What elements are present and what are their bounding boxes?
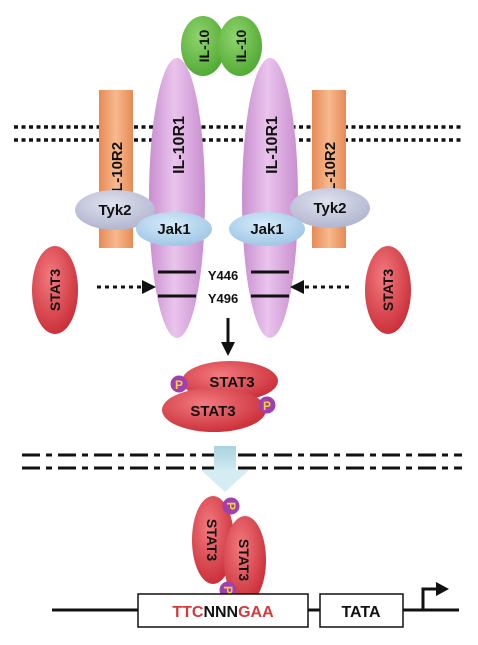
tyrosine-sites: Y446 Y496 <box>158 268 289 306</box>
stat3-dimer-cytoplasm: STAT3 STAT3 P P <box>162 361 278 432</box>
tyk2-right: Tyk2 <box>290 188 370 228</box>
il10r1-left-receptor: IL-10R1 <box>149 58 205 338</box>
phospho-text: P <box>221 586 235 594</box>
stat3-monomer-right: STAT3 <box>365 246 411 334</box>
stat3-left-label: STAT3 <box>47 269 63 311</box>
sequence-ttc: TTC <box>172 604 204 621</box>
recruitment-arrow-right <box>290 280 349 294</box>
jak1-left: Jak1 <box>136 212 212 246</box>
il10-right-label: IL-10 <box>233 29 249 62</box>
phospho-badge-dimer-bottom: P <box>258 396 276 414</box>
recruitment-arrow-left <box>97 280 156 294</box>
il10-ligand-right: IL-10 <box>218 16 262 76</box>
activation-arrow <box>221 318 235 356</box>
dimer-bottom-label: STAT3 <box>190 403 235 420</box>
phospho-badge-nucleus-top: P <box>222 497 240 515</box>
tyk2-right-label: Tyk2 <box>313 200 346 217</box>
tyk2-left: Tyk2 <box>75 190 155 230</box>
plasma-membrane <box>14 125 462 142</box>
il10r1-right-label: IL-10R1 <box>264 116 281 174</box>
stat3-monomer-left: STAT3 <box>32 246 78 334</box>
il10r2-right-label: IL-10R2 <box>322 142 339 196</box>
phospho-text: P <box>175 378 183 392</box>
y496-label: Y496 <box>208 291 238 306</box>
il10-ligand-left: IL-10 <box>181 16 225 76</box>
y446-label: Y446 <box>208 268 238 283</box>
phospho-text: P <box>224 502 238 510</box>
nuclear-membrane <box>22 453 462 470</box>
il10-left-label: IL-10 <box>196 29 212 62</box>
tata-label: TATA <box>341 604 381 621</box>
binding-element-sequence: TTCNNNGAA <box>172 604 274 621</box>
stat3-binding-element-box <box>137 593 309 628</box>
stat3-right-label: STAT3 <box>380 269 396 311</box>
phospho-text: P <box>263 399 271 413</box>
jak1-left-label: Jak1 <box>157 221 190 238</box>
sequence-nnn: NNN <box>203 604 238 621</box>
phospho-badge-dimer-top: P <box>170 375 188 393</box>
tyk2-left-label: Tyk2 <box>98 202 131 219</box>
nuclear-stat3-left-label: STAT3 <box>204 519 220 561</box>
il10r1-right-receptor: IL-10R1 <box>242 58 298 338</box>
promoter-dna: TTCNNNGAA TATA <box>52 582 459 628</box>
il10r1-left-label: IL-10R1 <box>171 116 188 174</box>
tata-box <box>319 593 404 628</box>
sequence-gaa: GAA <box>238 604 274 621</box>
jak1-right-label: Jak1 <box>250 221 283 238</box>
nuclear-translocation-arrow <box>201 446 249 492</box>
nuclear-stat3-right-label: STAT3 <box>236 539 252 581</box>
jak1-right: Jak1 <box>229 212 305 246</box>
transcription-start-arrow <box>421 582 449 610</box>
stat3-dimer-nucleus: STAT3 STAT3 P P <box>192 496 266 604</box>
il10r2-left-label: IL-10R2 <box>109 142 126 196</box>
dimer-top-label: STAT3 <box>209 374 254 391</box>
